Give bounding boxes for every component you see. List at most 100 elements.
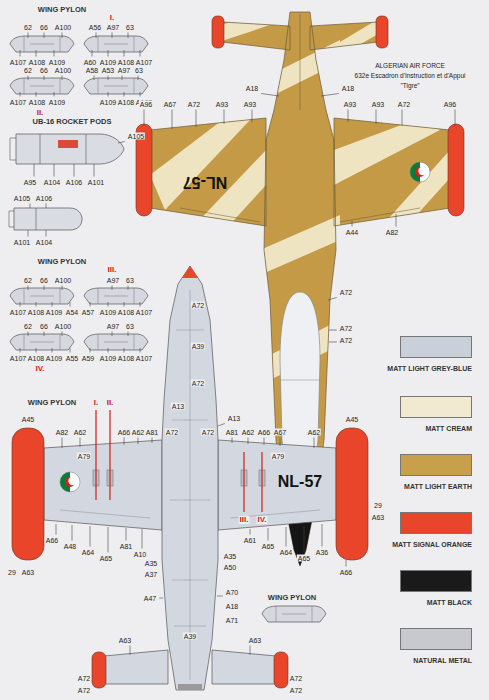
- leader-line: [44, 76, 45, 81]
- callout-number: A71: [225, 617, 239, 624]
- callout-number: A39: [191, 343, 205, 350]
- illustration-part: [150, 118, 266, 226]
- illustration-part: [68, 477, 76, 485]
- leader-line: [54, 92, 55, 97]
- illustration-part: [182, 266, 198, 278]
- callout-number: A107: [9, 309, 27, 316]
- callout-number: 66: [39, 277, 49, 284]
- color-swatch: [400, 512, 472, 534]
- leader-line: [44, 286, 45, 291]
- leader-line: [286, 527, 287, 547]
- pylon-number: III.: [239, 516, 250, 524]
- leader-line: [140, 92, 141, 97]
- leader-line: [28, 332, 29, 337]
- callout-number: A107: [135, 355, 153, 362]
- illustration-part: [200, 15, 270, 45]
- leader-line: [218, 424, 225, 427]
- callout-number: A63: [371, 514, 385, 521]
- illustration-part: [190, 150, 266, 230]
- illustration-part: [92, 652, 106, 688]
- callout-number: A67: [273, 429, 287, 436]
- callout-number: A65: [297, 555, 311, 562]
- top-view: [0, 0, 489, 600]
- callout-number: A72: [289, 675, 303, 682]
- leader-line: [348, 110, 349, 123]
- leader-line: [455, 110, 456, 127]
- leader-line: [217, 596, 223, 597]
- callout-number: A100: [54, 323, 72, 330]
- callout-number: A10: [133, 551, 147, 558]
- leader-line: [36, 348, 37, 353]
- illustration-part: [10, 36, 74, 52]
- leader-line: [248, 438, 249, 445]
- callout-number: A108: [28, 99, 46, 106]
- section-heading: WING PYLON: [28, 399, 76, 407]
- callout-number: A54: [65, 309, 79, 316]
- leader-line: [28, 230, 29, 237]
- leader-line: [72, 525, 73, 541]
- callout-number: A108: [27, 355, 45, 362]
- callout-number: 62: [23, 277, 33, 284]
- callout-number: A97: [106, 24, 120, 31]
- illustration-part: [334, 118, 440, 185]
- leader-line: [108, 50, 109, 57]
- pylon-number: IV.: [256, 516, 267, 524]
- leader-line: [70, 348, 71, 353]
- callout-number: A66: [257, 429, 271, 436]
- callout-number: A93: [371, 101, 385, 108]
- section-heading: WING PYLON: [268, 594, 316, 602]
- leader-line: [20, 302, 21, 307]
- illustration-part: [222, 22, 290, 50]
- leader-line: [108, 348, 109, 353]
- callout-number: A96: [139, 101, 153, 108]
- callout-number: A109: [99, 59, 117, 66]
- callout-number: A63: [248, 637, 262, 644]
- leader-line: [321, 94, 339, 97]
- callout-number: A93: [343, 101, 357, 108]
- bottom-view: [12, 266, 368, 690]
- callout-number: A81: [119, 543, 133, 550]
- leader-line: [44, 33, 45, 39]
- leader-line: [96, 33, 97, 39]
- leader-line: [122, 76, 123, 81]
- leader-line: [112, 286, 113, 291]
- leader-line: [44, 332, 45, 337]
- callout-number: A108: [117, 99, 135, 106]
- callout-number: A107: [9, 355, 27, 362]
- callout-number: A107: [135, 59, 153, 66]
- callout-number: A108: [117, 309, 135, 316]
- callout-number: 63: [125, 323, 135, 330]
- leader-line: [20, 348, 21, 353]
- callout-number: A66: [339, 569, 353, 576]
- callout-number: A36: [315, 549, 329, 556]
- callout-number: A37: [144, 571, 158, 578]
- leader-line: [20, 50, 21, 57]
- callout-number: A100: [54, 67, 72, 74]
- leader-line: [94, 164, 95, 177]
- leader-line: [126, 528, 127, 541]
- illustration-part: [274, 652, 288, 688]
- callout-number: A18: [225, 603, 239, 610]
- callout-number: A72: [289, 687, 303, 694]
- callout-number: 66: [39, 323, 49, 330]
- leader-line: [128, 33, 129, 39]
- callout-number: A39: [183, 633, 197, 640]
- leader-line: [124, 302, 125, 307]
- illustration-part: [16, 134, 124, 164]
- leader-line: [54, 50, 55, 57]
- illustration-part: [418, 167, 426, 175]
- legend-text: MATT LIGHT EARTH: [404, 483, 472, 490]
- callout-number: 63: [125, 277, 135, 284]
- leader-line: [80, 438, 81, 448]
- illustration-part: [10, 334, 74, 350]
- callout-number: A67: [163, 101, 177, 108]
- callout-number: 29: [7, 569, 17, 576]
- leader-line: [108, 302, 109, 307]
- illustration-part: [448, 124, 464, 216]
- callout-number: A72: [77, 687, 91, 694]
- legend-text: NATURAL METAL: [413, 657, 472, 664]
- leader-line: [124, 92, 125, 97]
- callout-number: A72: [77, 675, 91, 682]
- illustration-part: [260, 215, 340, 275]
- callout-number: A13: [227, 415, 241, 422]
